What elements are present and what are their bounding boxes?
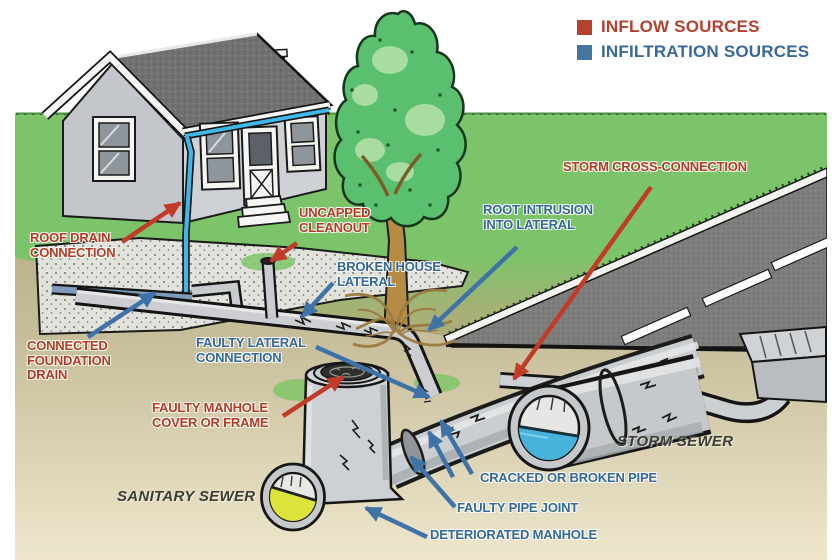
house xyxy=(41,32,334,228)
faulty-pipe-joint-arrow xyxy=(409,455,457,509)
storm-sewer-pipe xyxy=(507,354,712,472)
catch-basin xyxy=(691,325,827,424)
sanitary-pipe-opening xyxy=(260,462,326,532)
faulty-lateral-connection-arrow xyxy=(315,344,431,400)
broken-house-lateral-arrow xyxy=(300,281,335,319)
lateral-cracks xyxy=(294,315,412,357)
porch-steps xyxy=(237,195,292,228)
connected-foundation-drain-arrow xyxy=(86,291,157,339)
callout-faulty-lateral-connection: FAULTY LATERAL CONNECTION xyxy=(196,335,306,365)
foliage-dots xyxy=(350,38,442,207)
faulty-manhole-arrow xyxy=(281,375,345,418)
cracked-pipe-arrow-1 xyxy=(427,430,455,479)
callout-connected-foundation-drain: CONNECTED FOUNDATION DRAIN xyxy=(27,338,111,382)
tree-foliage xyxy=(333,10,467,228)
gable-fascia-white xyxy=(42,52,191,139)
storm-pipe-joint xyxy=(598,368,628,446)
callout-faulty-manhole-cover: FAULTY MANHOLE COVER OR FRAME xyxy=(152,400,269,430)
gutter-downspout xyxy=(182,106,330,293)
roof-drain-arrow xyxy=(120,201,182,244)
left-margin xyxy=(0,0,15,560)
callout-roof-drain-connection: ROOF DRAIN CONNECTION xyxy=(30,230,116,260)
sanitary-water xyxy=(270,475,316,521)
legend-inflow-label: INFLOW SOURCES xyxy=(601,17,760,36)
window xyxy=(198,121,242,191)
callout-broken-house-lateral: BROKEN HOUSE LATERAL xyxy=(337,259,441,289)
callout-arrows xyxy=(86,185,653,540)
inflow-color-swatch xyxy=(577,19,592,35)
legend-item-infiltration: INFILTRATION SOURCES xyxy=(577,42,809,62)
callout-root-intrusion-into-lateral: ROOT INTRUSION INTO LATERAL xyxy=(483,202,593,232)
callout-cracked-or-broken-pipe: CRACKED OR BROKEN PIPE xyxy=(480,470,657,485)
callout-uncapped-cleanout: UNCAPPED CLEANOUT xyxy=(299,205,371,235)
callout-storm-cross-connection: STORM CROSS-CONNECTION xyxy=(563,159,747,174)
uncapped-cleanout-arrow xyxy=(269,241,299,263)
door xyxy=(240,125,281,207)
label-storm-sewer: STORM SEWER xyxy=(617,433,734,450)
basin-grate-hatch xyxy=(759,330,812,359)
legend: INFLOW SOURCES INFILTRATION SOURCES xyxy=(577,17,809,67)
callout-faulty-pipe-joint: FAULTY PIPE JOINT xyxy=(457,500,579,515)
manhole-cover xyxy=(320,362,374,382)
root-intrusion-arrow xyxy=(427,245,519,332)
window xyxy=(283,115,322,173)
manhole-cracks xyxy=(339,419,376,471)
deteriorated-manhole-arrow xyxy=(364,505,428,540)
tree xyxy=(333,10,467,335)
infiltration-color-swatch xyxy=(577,44,592,60)
grass-road-edge xyxy=(448,164,828,335)
legend-infiltration-label: INFILTRATION SOURCES xyxy=(601,42,810,61)
tree-branches xyxy=(360,152,423,197)
road xyxy=(443,164,840,353)
cracked-pipe-arrow-2 xyxy=(439,419,474,476)
storm-cross-connection-arrow xyxy=(512,185,653,381)
label-sanitary-sewer: SANITARY SEWER xyxy=(117,488,256,505)
road-center-dashes xyxy=(620,232,840,346)
legend-item-inflow: INFLOW SOURCES xyxy=(577,17,809,37)
manhole-shade xyxy=(380,384,389,481)
right-margin xyxy=(827,0,840,560)
window xyxy=(92,116,136,182)
storm-pipe-cracks xyxy=(631,380,678,434)
roof-ridge xyxy=(109,32,258,60)
tree-roots xyxy=(344,288,457,348)
callout-deteriorated-manhole: DETERIORATED MANHOLE xyxy=(430,527,597,542)
